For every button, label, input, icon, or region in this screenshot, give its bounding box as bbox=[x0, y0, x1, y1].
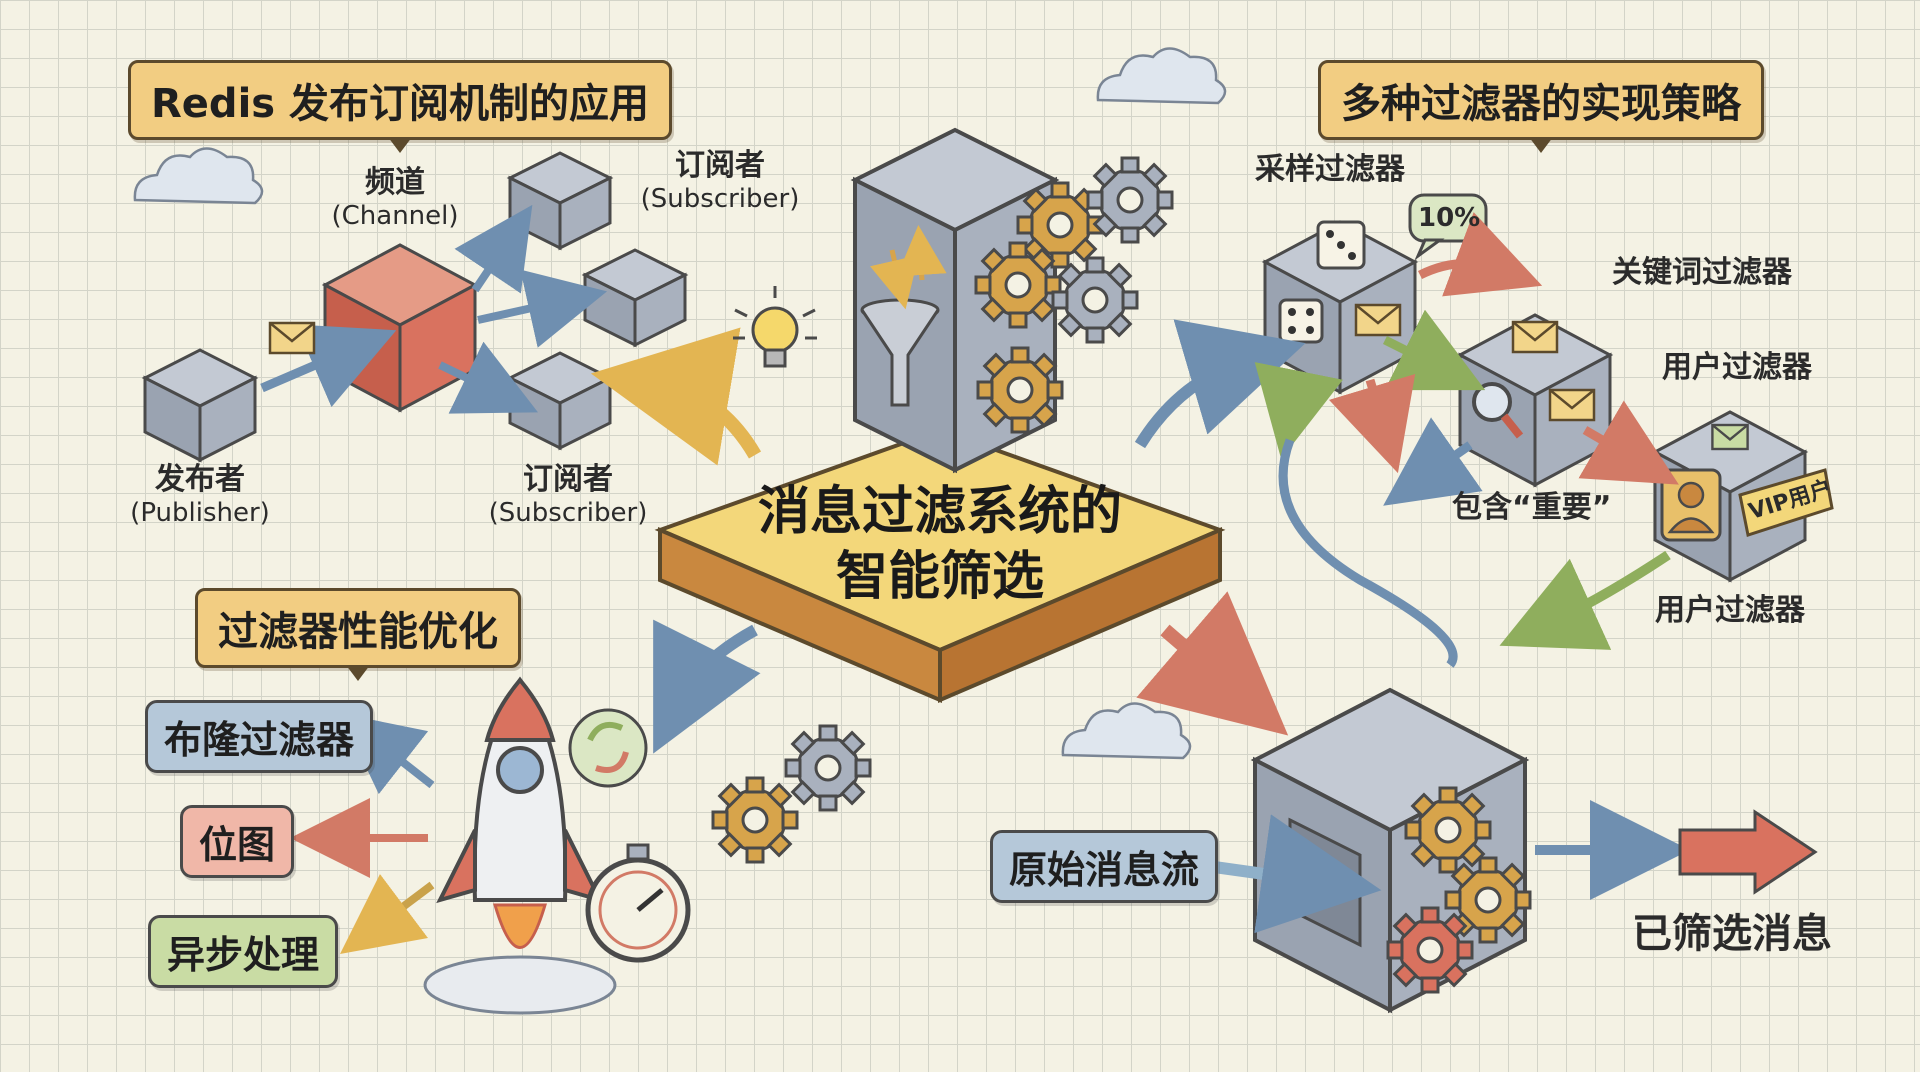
channel-cube bbox=[321, 243, 479, 413]
raw-stream-chip: 原始消息流 bbox=[990, 830, 1219, 903]
channel-to-sub2-arrow bbox=[477, 269, 608, 348]
subscriber-top-label: 订阅者 (Subscriber) bbox=[630, 148, 810, 215]
center-platform bbox=[654, 427, 1226, 704]
subscriber-bottom-label: 订阅者 (Subscriber) bbox=[478, 462, 658, 529]
cloud-icon bbox=[1096, 47, 1227, 105]
gear-icon bbox=[1086, 156, 1174, 244]
publisher-label-text: 发布者 bbox=[155, 462, 245, 497]
sampling-to-keyword-arrow bbox=[1382, 309, 1486, 391]
gear-icon bbox=[1386, 906, 1474, 994]
center-to-filters-arrow bbox=[1134, 319, 1306, 449]
stopwatch-icon bbox=[585, 843, 691, 963]
recycle-icon bbox=[568, 708, 648, 788]
publisher-label: 发布者 (Publisher) bbox=[120, 462, 280, 529]
user-filter-output-arrow bbox=[1499, 550, 1671, 650]
subscriber-bottom-label-sub: (Subscriber) bbox=[488, 498, 648, 528]
keyword-to-user-arrow bbox=[1578, 400, 1679, 485]
envelope-icon bbox=[1711, 423, 1749, 451]
channel-label-sub: (Channel) bbox=[331, 201, 459, 231]
gear-icon bbox=[711, 776, 799, 864]
user-icon bbox=[1660, 468, 1722, 542]
center-to-pipeline-arrow bbox=[1136, 591, 1289, 736]
vip-badge-shape bbox=[1738, 468, 1834, 537]
user-filter-top-label: 用户过滤器 bbox=[1662, 350, 1812, 385]
gear-icon bbox=[1404, 786, 1492, 874]
center-to-perf-arrow bbox=[653, 619, 761, 754]
perf-to-async-arrow bbox=[340, 874, 435, 954]
user-filter-bottom-label: 用户过滤器 bbox=[1655, 593, 1805, 628]
gear-icon bbox=[976, 346, 1064, 434]
publish-arrow bbox=[260, 324, 397, 408]
gear-icon bbox=[974, 241, 1062, 329]
magnifier-icon bbox=[1472, 382, 1524, 439]
subscriber-cube-3 bbox=[506, 351, 614, 451]
envelope-icon bbox=[1354, 303, 1402, 337]
envelope-icon bbox=[1511, 320, 1559, 354]
filters-section-heading: 多种过滤器的实现策略 bbox=[1318, 60, 1764, 153]
central-title-line2: 智能筛选 bbox=[835, 547, 1044, 607]
lightbulb-icon bbox=[733, 286, 817, 368]
channel-to-sub1-arrow bbox=[454, 204, 533, 294]
subscriber-bottom-label-text: 订阅者 bbox=[523, 462, 613, 497]
cloud-icon bbox=[133, 147, 264, 205]
input-stream-arrow bbox=[1199, 814, 1382, 934]
sampling-filter-label: 采样过滤器 bbox=[1255, 152, 1405, 187]
cloud-icon bbox=[1061, 702, 1192, 760]
envelope-icon bbox=[1548, 388, 1596, 422]
envelope-icon bbox=[268, 321, 316, 355]
redis-section-heading: Redis 发布订阅机制的应用 bbox=[128, 60, 673, 153]
publisher-cube bbox=[141, 348, 259, 463]
funnel-icon bbox=[860, 225, 947, 407]
sampling-rate-text: 10% bbox=[1418, 203, 1481, 233]
gear-icon bbox=[784, 724, 872, 812]
keyword-filter-label: 关键词过滤器 bbox=[1612, 255, 1792, 290]
perf-to-bloom-arrow bbox=[340, 713, 435, 795]
bloom-filter-chip: 布隆过滤器 bbox=[145, 700, 374, 773]
sampling-pass-arrow bbox=[1417, 212, 1543, 297]
async-processing-chip: 异步处理 bbox=[148, 915, 339, 988]
keyword-reject-arrow bbox=[1383, 417, 1483, 506]
pipeline-output-arrow-2 bbox=[1678, 809, 1818, 895]
subscriber-cube-1 bbox=[506, 151, 614, 251]
center-to-pubsub-arrow bbox=[590, 327, 762, 466]
filters-return-curve bbox=[1278, 438, 1458, 668]
subscriber-cube-2 bbox=[581, 248, 689, 348]
bitmap-chip: 位图 bbox=[180, 805, 295, 878]
subscriber-top-label-sub: (Subscriber) bbox=[640, 184, 800, 214]
central-title: 消息过滤系统的 智能筛选 bbox=[705, 480, 1175, 610]
keyword-condition-label: 包含“重要” bbox=[1452, 490, 1612, 525]
filtered-messages-label: 已筛选消息 bbox=[1632, 911, 1832, 957]
publisher-label-sub: (Publisher) bbox=[130, 498, 270, 528]
rocket-icon bbox=[423, 676, 617, 1015]
sampling-drop-arrow-green bbox=[1254, 362, 1343, 460]
sampling-drop-arrow-red bbox=[1328, 373, 1416, 474]
channel-label: 频道 (Channel) bbox=[325, 165, 465, 232]
channel-label-text: 频道 bbox=[365, 165, 425, 200]
subscriber-top-label-text: 订阅者 bbox=[675, 148, 765, 183]
channel-to-sub3-arrow bbox=[438, 341, 539, 414]
gear-icon bbox=[1051, 256, 1139, 344]
central-title-line1: 消息过滤系统的 bbox=[757, 482, 1122, 542]
perf-section-heading: 过滤器性能优化 bbox=[195, 588, 521, 681]
processing-cube bbox=[1250, 687, 1530, 1014]
